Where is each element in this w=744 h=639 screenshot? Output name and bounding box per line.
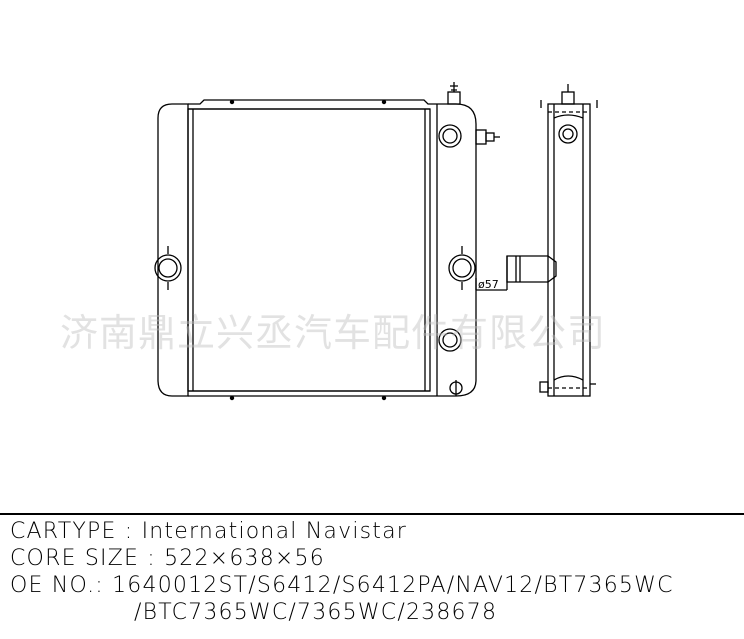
radiator-technical-drawing: ø57	[154, 82, 598, 401]
port-upper-right	[438, 124, 462, 148]
core-size-value: 522×638×56	[164, 546, 325, 571]
core-size-label: CORE SIZE :	[10, 546, 156, 571]
dimension-callout: ø57	[475, 256, 508, 291]
port-lower-right	[438, 328, 462, 352]
right-tank	[430, 103, 477, 397]
core-size-row: CORE SIZE : 522×638×56	[10, 545, 740, 572]
cartype-label: CARTYPE :	[10, 519, 134, 544]
side-outlet-pipe	[506, 255, 557, 283]
top-header	[188, 99, 430, 105]
left-tank	[157, 103, 189, 397]
divider-line	[0, 513, 744, 515]
top-filler-neck	[447, 82, 461, 105]
drain-port	[449, 380, 463, 396]
radiator-side-view	[506, 84, 598, 397]
port-middle-right	[448, 254, 476, 282]
oe-no-value-line1: 1640012ST/S6412/S6412PA/NAV12/BT7365WC	[112, 573, 674, 598]
cartype-row: CARTYPE : International Navistar	[10, 518, 740, 545]
radiator-front-view	[154, 82, 500, 401]
port-left	[154, 254, 182, 282]
oe-no-value-line2: /BTC7365WC/7365WC/238678	[134, 600, 498, 625]
radiator-core	[187, 108, 431, 392]
spec-block: CARTYPE : International Navistar CORE SI…	[10, 518, 740, 626]
cartype-value: International Navistar	[141, 519, 408, 544]
dimension-label: ø57	[478, 278, 499, 291]
oe-no-row: OE NO.: 1640012ST/S6412/S6412PA/NAV12/BT…	[10, 572, 740, 599]
oe-no-row-continued: /BTC7365WC/7365WC/238678	[10, 599, 740, 626]
bleed-valve	[475, 129, 500, 145]
oe-no-label: OE NO.:	[10, 573, 104, 598]
